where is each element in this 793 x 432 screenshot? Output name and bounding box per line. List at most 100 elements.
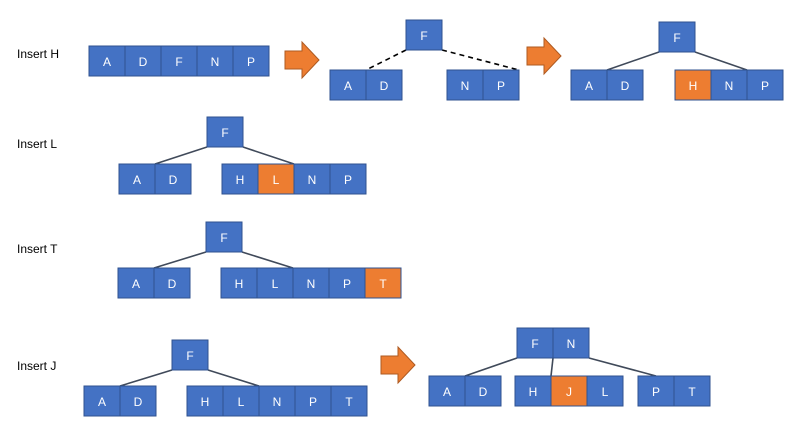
highlighted-key-cell: T bbox=[364, 267, 402, 299]
key-cell: P bbox=[482, 69, 520, 101]
key-label: D bbox=[380, 79, 389, 93]
key-cell-box bbox=[329, 163, 367, 195]
key-cell-box bbox=[293, 163, 331, 195]
key-cell-box bbox=[258, 385, 296, 417]
key-label: H bbox=[529, 385, 538, 399]
key-cell: A bbox=[118, 163, 156, 195]
key-cell-box bbox=[153, 267, 191, 299]
tree-edge bbox=[154, 146, 208, 165]
tree-edge bbox=[242, 146, 295, 165]
key-cell: P bbox=[329, 163, 367, 195]
key-cell-box bbox=[329, 69, 367, 101]
key-label: A bbox=[98, 395, 106, 409]
key-cell: T bbox=[330, 385, 368, 417]
key-cell-box bbox=[637, 375, 675, 407]
key-label: L bbox=[273, 173, 280, 187]
key-cell: D bbox=[606, 69, 644, 101]
tree-edge bbox=[694, 51, 748, 71]
key-label: N bbox=[567, 337, 576, 351]
btree-node: F bbox=[206, 116, 244, 148]
row-label: Insert T bbox=[17, 242, 58, 256]
key-cell-box bbox=[464, 375, 502, 407]
key-label: F bbox=[420, 29, 427, 43]
key-cell: H bbox=[220, 267, 258, 299]
key-cell: F bbox=[206, 116, 244, 148]
key-cell: P bbox=[637, 375, 675, 407]
tree-edge bbox=[606, 51, 660, 71]
key-label: N bbox=[725, 79, 734, 93]
key-cell: N bbox=[446, 69, 484, 101]
tree-edge bbox=[464, 357, 518, 377]
key-label: P bbox=[497, 79, 505, 93]
key-cell-box bbox=[88, 45, 126, 77]
key-label: H bbox=[235, 277, 244, 291]
key-cell-box bbox=[365, 69, 403, 101]
key-label: T bbox=[688, 385, 696, 399]
tree-edge bbox=[153, 251, 207, 269]
key-label: T bbox=[345, 395, 353, 409]
key-label: H bbox=[689, 79, 698, 93]
key-cell-box bbox=[205, 221, 243, 253]
key-label: F bbox=[221, 126, 228, 140]
key-cell-box bbox=[256, 267, 294, 299]
key-cell-box bbox=[364, 267, 402, 299]
key-label: F bbox=[186, 349, 193, 363]
key-cell: H bbox=[186, 385, 224, 417]
key-label: D bbox=[134, 395, 143, 409]
key-cell-box bbox=[405, 19, 443, 51]
highlighted-key-cell: H bbox=[674, 69, 712, 101]
key-cell: D bbox=[119, 385, 157, 417]
key-cell-box bbox=[220, 267, 258, 299]
tree-edge bbox=[207, 369, 260, 387]
key-cell: D bbox=[365, 69, 403, 101]
key-cell-box bbox=[746, 69, 784, 101]
row-label: Insert J bbox=[17, 359, 56, 373]
key-label: N bbox=[307, 277, 316, 291]
row-label: Insert H bbox=[17, 47, 59, 61]
key-cell-box bbox=[294, 385, 332, 417]
key-cell: N bbox=[552, 327, 590, 359]
key-cell-box bbox=[586, 375, 624, 407]
key-label: D bbox=[479, 385, 488, 399]
key-cell: A bbox=[428, 375, 466, 407]
key-label: F bbox=[220, 231, 227, 245]
key-cell: N bbox=[710, 69, 748, 101]
highlighted-key-cell: J bbox=[550, 375, 588, 407]
key-cell: D bbox=[124, 45, 162, 77]
key-label: A bbox=[133, 173, 141, 187]
transition-arrows bbox=[284, 36, 562, 385]
key-label: H bbox=[201, 395, 210, 409]
row-label: Insert L bbox=[17, 137, 57, 151]
key-cell: T bbox=[673, 375, 711, 407]
key-cell: L bbox=[256, 267, 294, 299]
key-cell-box bbox=[292, 267, 330, 299]
key-cell-box bbox=[550, 375, 588, 407]
key-cell: L bbox=[586, 375, 624, 407]
key-label: A bbox=[443, 385, 451, 399]
key-cell-box bbox=[658, 21, 696, 53]
key-cell-box bbox=[124, 45, 162, 77]
key-cell: D bbox=[153, 267, 191, 299]
key-cell-box bbox=[118, 163, 156, 195]
transition-arrow bbox=[284, 40, 320, 80]
key-cell-box bbox=[674, 69, 712, 101]
key-label: A bbox=[585, 79, 593, 93]
btree-node: F bbox=[171, 339, 209, 371]
key-cell: F bbox=[658, 21, 696, 53]
btree-node: F bbox=[205, 221, 243, 253]
key-label: A bbox=[344, 79, 352, 93]
tree-edge bbox=[241, 251, 294, 269]
key-cell: F bbox=[516, 327, 554, 359]
highlighted-key-cell: L bbox=[257, 163, 295, 195]
